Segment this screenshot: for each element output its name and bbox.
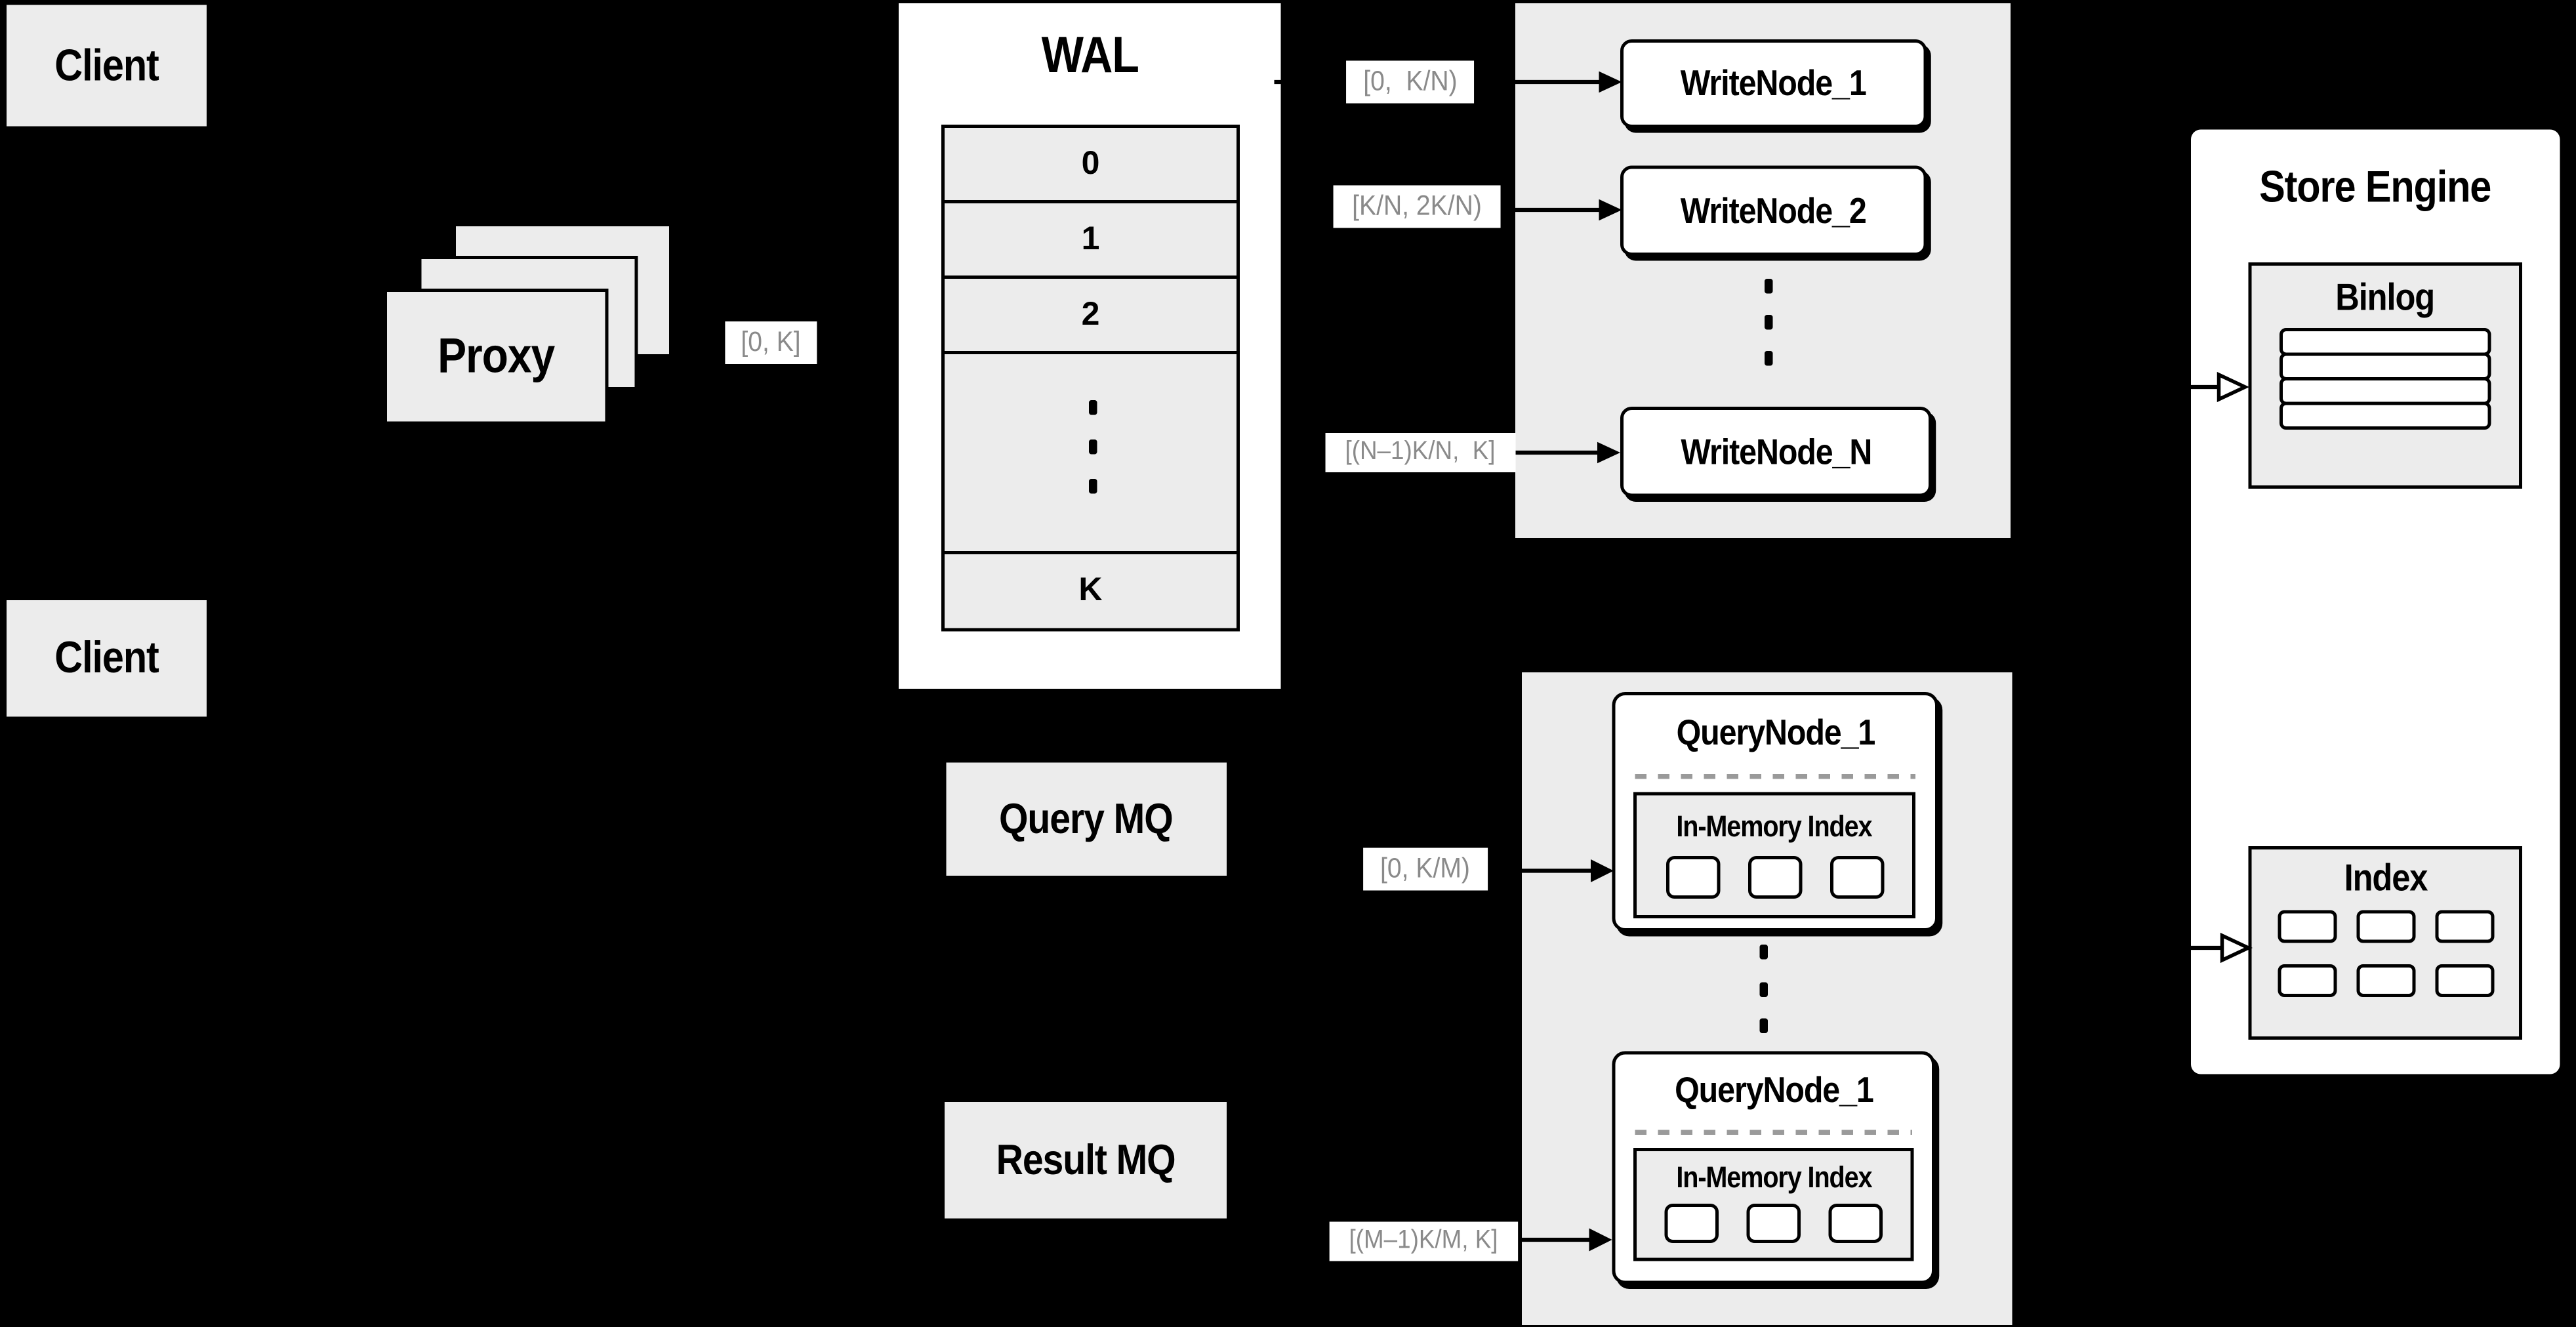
range-label-write-2-text: [K/N, 2K/N) — [1352, 190, 1482, 222]
result-mq-label: Result MQ — [996, 1135, 1176, 1184]
write-node-n: WriteNode_N — [1620, 407, 1932, 497]
in-memory-index-bottom-label: In-Memory Index — [1675, 1160, 1872, 1193]
index-title: Index — [2343, 855, 2428, 898]
range-label-write-1: [0, K/N) — [1346, 60, 1475, 104]
index-chip — [2434, 910, 2494, 943]
wal-table: 0 1 2 K — [941, 125, 1240, 632]
range-label-write-n-text: [(N–1)K/N, K] — [1345, 438, 1496, 466]
wal-row-1-label: 1 — [1081, 220, 1100, 257]
client-top-label: Client — [54, 40, 159, 90]
wal-title-area: WAL — [899, 3, 1281, 108]
query-node-top-divider — [1635, 774, 1915, 779]
binlog-title-area: Binlog — [2252, 266, 2520, 328]
arrowhead-filled — [1589, 1228, 1612, 1252]
memory-chip — [1829, 856, 1884, 899]
binlog-rows — [2252, 328, 2520, 430]
memory-chip — [1665, 856, 1720, 899]
ellipsis-dot — [1759, 982, 1768, 997]
memory-chip — [1664, 1204, 1719, 1243]
client-top-box: Client — [7, 5, 207, 127]
result-mq-box: Result MQ — [945, 1102, 1227, 1219]
memory-chip — [1747, 856, 1802, 899]
index-box: Index — [2248, 846, 2522, 1040]
index-chips-row-1 — [2252, 910, 2520, 943]
in-memory-index-top-title-area: In-Memory Index — [1637, 796, 1912, 851]
index-chip — [2356, 910, 2415, 943]
arrowhead-filled — [1599, 199, 1622, 221]
query-mq-box: Query MQ — [946, 762, 1227, 876]
in-memory-index-box-bottom: In-Memory Index — [1633, 1148, 1914, 1261]
wal-title: WAL — [1041, 26, 1139, 84]
in-memory-index-box-top: In-Memory Index — [1633, 792, 1915, 918]
binlog-row — [2280, 352, 2491, 380]
index-chips-row-2 — [2252, 964, 2520, 997]
arrow-querynodes-to-index — [2012, 932, 2253, 964]
index-chip — [2434, 964, 2494, 997]
arrowhead-hollow — [2220, 932, 2253, 964]
in-memory-index-top-label: In-Memory Index — [1676, 809, 1873, 842]
range-label-write-n: [(N–1)K/N, K] — [1325, 433, 1515, 472]
wal-row-ellipsis — [941, 351, 1240, 554]
range-label-write-2: [K/N, 2K/N) — [1333, 185, 1501, 228]
range-label-write-1-text: [0, K/N) — [1363, 66, 1458, 97]
wal-row-0-label: 0 — [1081, 145, 1100, 182]
write-node-1: WriteNode_1 — [1620, 39, 1927, 128]
ellipsis-dot — [1089, 479, 1097, 494]
arrowhead-filled — [1599, 71, 1622, 93]
query-node-top: QueryNode_1 In-Memory Index — [1612, 692, 1938, 931]
wal-row-k: K — [941, 551, 1240, 632]
binlog-row — [2280, 401, 2491, 430]
store-engine-title: Store Engine — [2259, 161, 2492, 211]
query-mq-label: Query MQ — [999, 794, 1174, 843]
write-node-1-label: WriteNode_1 — [1681, 62, 1867, 104]
wal-row-2-label: 2 — [1081, 296, 1100, 333]
query-node-bottom-title-area: QueryNode_1 — [1616, 1055, 1932, 1127]
ellipsis-dot — [1759, 1018, 1768, 1033]
in-memory-chips-bottom — [1637, 1204, 1911, 1243]
ellipsis-dot — [1759, 945, 1768, 960]
in-memory-chips-top — [1637, 856, 1912, 899]
ellipsis-dot — [1089, 439, 1097, 455]
write-node-2: WriteNode_2 — [1620, 165, 1927, 256]
index-title-area: Index — [2252, 849, 2520, 905]
wal-row-2: 2 — [941, 276, 1240, 354]
client-bottom-box: Client — [7, 600, 207, 717]
range-label-query-m: [(M–1)K/M, K] — [1329, 1221, 1518, 1261]
wal-panel: WAL 0 1 2 K — [899, 3, 1281, 689]
arrow-writenodes-to-binlog — [2011, 371, 2249, 403]
ellipsis-dot — [1765, 315, 1773, 330]
proxy-label: Proxy — [438, 329, 555, 383]
in-memory-index-bottom-title-area: In-Memory Index — [1637, 1151, 1911, 1199]
arrowhead-filled — [1597, 441, 1620, 464]
query-node-top-title-area: QueryNode_1 — [1616, 695, 1936, 771]
write-node-n-label: WriteNode_N — [1681, 430, 1872, 472]
range-label-query-m-text: [(M–1)K/M, K] — [1349, 1227, 1498, 1255]
index-chip — [2277, 964, 2337, 997]
ellipsis-dot — [1765, 279, 1773, 294]
client-bottom-label: Client — [54, 633, 159, 682]
store-engine-title-area: Store Engine — [2191, 130, 2560, 245]
query-node-bottom: QueryNode_1 In-Memory Index — [1612, 1051, 1935, 1284]
memory-chip — [1746, 1204, 1801, 1243]
query-node-top-title: QueryNode_1 — [1675, 712, 1875, 753]
ellipsis-dot — [1765, 351, 1773, 366]
index-chip — [2277, 910, 2337, 943]
binlog-title: Binlog — [2335, 274, 2436, 317]
arrowhead-hollow — [2217, 371, 2249, 403]
index-chip — [2356, 964, 2415, 997]
range-label-proxy-out-text: [0, K] — [741, 326, 801, 358]
write-node-2-label: WriteNode_2 — [1681, 189, 1867, 231]
query-node-bottom-divider — [1635, 1130, 1912, 1134]
proxy-box-front: Proxy — [384, 289, 609, 425]
range-label-query-1-text: [0, K/M) — [1380, 853, 1470, 884]
query-node-bottom-title: QueryNode_1 — [1674, 1069, 1873, 1111]
binlog-box: Binlog — [2248, 262, 2522, 489]
wal-row-k-label: K — [1078, 572, 1103, 609]
memory-chip — [1828, 1204, 1883, 1243]
range-label-proxy-out: [0, K] — [725, 321, 817, 364]
range-label-query-1: [0, K/M) — [1363, 847, 1487, 891]
ellipsis-dot — [1089, 400, 1097, 415]
arrowhead-filled — [1591, 859, 1614, 882]
